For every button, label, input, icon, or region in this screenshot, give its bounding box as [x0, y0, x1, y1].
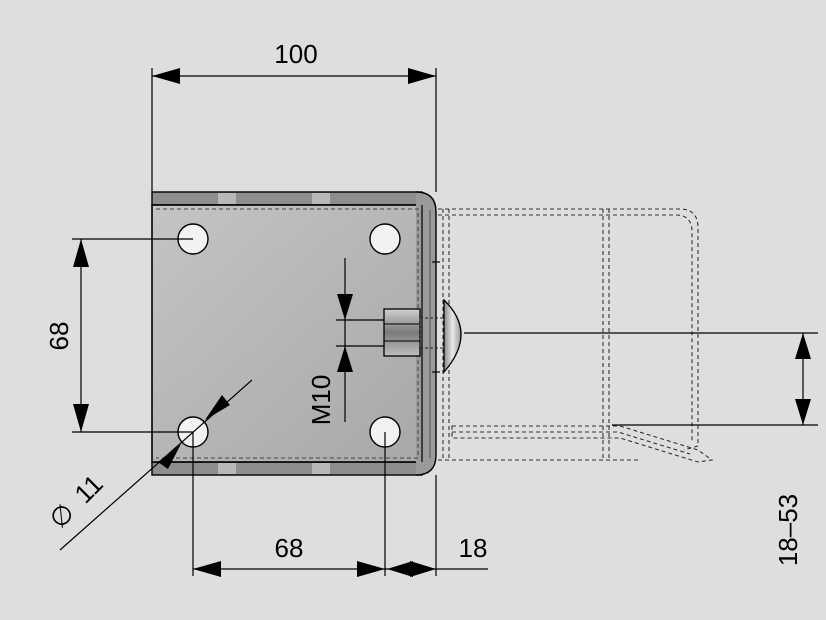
- dim-adjust-range: 18–53: [773, 494, 803, 566]
- arrow-heads: [73, 68, 811, 577]
- dim-horizontal-68: 68: [275, 533, 304, 563]
- hole-top-right: [369, 223, 401, 255]
- dim-width-100: 100: [274, 39, 317, 69]
- dim-thread-m10: M10: [306, 375, 336, 426]
- dim-vertical-68: 68: [44, 322, 74, 351]
- diameter-symbol-icon: ∅: [43, 497, 80, 534]
- dim-offset-18: 18: [459, 533, 488, 563]
- hole-diameter-value: 11: [68, 469, 108, 509]
- dim-hole-diameter: ∅ 11: [43, 469, 109, 535]
- adjusting-bolt: [383, 298, 462, 374]
- hidden-bracket-outline: [438, 208, 714, 463]
